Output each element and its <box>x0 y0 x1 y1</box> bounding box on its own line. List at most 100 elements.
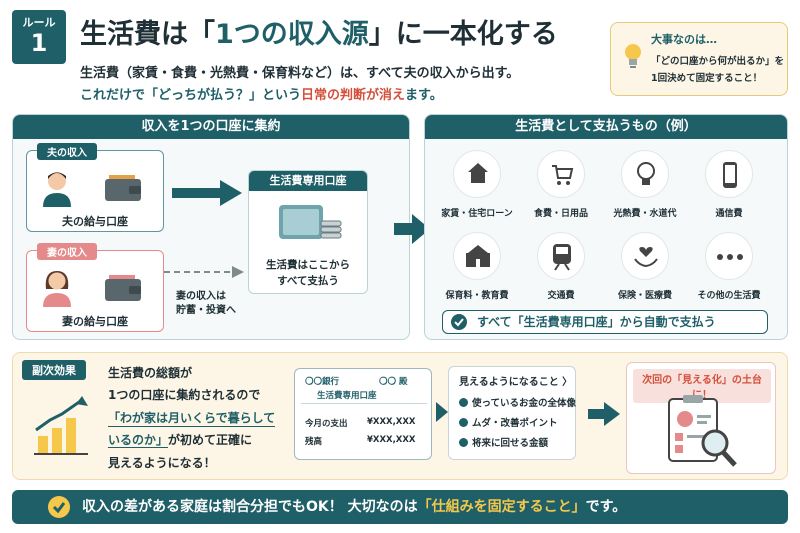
big-arrow-right-icon <box>394 214 430 244</box>
expense-item-utilities: 光熱費・水道代 <box>601 150 689 219</box>
husband-account-caption: 夫の給与口座 <box>62 215 128 228</box>
tip-line2: 1回決めて固定すること！ <box>651 73 763 84</box>
subtitle-line2-pre: これだけで「どっちが払う？」という <box>80 88 302 103</box>
expense-item-education: 保育料・教育費 <box>433 232 521 301</box>
bottom-highlight: 「仕組みを固定すること」 <box>417 499 586 515</box>
rule-number: 1 <box>30 29 48 57</box>
bank-name: 〇〇銀行 <box>305 377 340 387</box>
expense-label: その他の生活費 <box>697 291 761 301</box>
more-icon <box>717 254 743 260</box>
visible-item: 使っているお金の全体像 <box>459 395 576 409</box>
bankbook-illustration: 〇〇銀行 〇〇 殿 生活費専用口座 今月の支出 ¥XXX,XXX 残高 ¥XXX… <box>294 368 432 460</box>
bottom-message-bar: 収入の差がある家庭は割合分担でもOK！ 大切なのは「仕組みを固定すること」です。 <box>12 490 788 524</box>
side-effect-tag: 副次効果 <box>22 360 86 380</box>
rule-badge: ルール 1 <box>12 10 66 64</box>
expense-label: 家賃・住宅ローン <box>441 209 513 219</box>
subtitle-line2-highlight: 日常の判断が消え <box>301 88 406 103</box>
expenses-panel-heading: 生活費として支払うもの（例） <box>425 115 787 139</box>
rule-label: ルール <box>22 16 56 29</box>
effect-line4-post: が初めて正確に <box>168 433 253 447</box>
subtitle-line2-post: ます。 <box>405 88 443 103</box>
husband-income-tag: 夫の収入 <box>37 143 97 160</box>
expense-item-insurance: 保険・医療費 <box>601 232 689 301</box>
tip-heading: 大事なのは… <box>651 33 717 46</box>
wife-income-note: 妻の収入は 貯蓄・投資へ <box>176 290 236 318</box>
effect-line2: 1つの口座に集約されるので <box>108 388 261 402</box>
house-icon <box>468 163 488 183</box>
wallet-icon <box>105 275 141 301</box>
expense-label: 食費・日用品 <box>533 209 588 219</box>
visible-item-text: ムダ・改善ポイント <box>472 418 558 429</box>
clipboard-magnifier-icon <box>668 395 737 467</box>
husband-avatar-icon <box>43 172 71 207</box>
expense-item-housing: 家賃・住宅ローン <box>433 150 521 219</box>
wallet-icon <box>105 175 141 201</box>
expense-label: 保険・医療費 <box>617 291 672 301</box>
income-panel-heading: 収入を1つの口座に集約 <box>13 115 409 139</box>
expense-item-telecom: 通信費 <box>685 150 773 219</box>
wife-note-line1: 妻の収入は <box>176 291 226 302</box>
expenses-panel: 生活費として支払うもの（例） <box>424 114 788 340</box>
wife-income-box: 妻の収入 妻の給与口座 <box>26 243 164 332</box>
wife-account-caption: 妻の給与口座 <box>62 315 128 328</box>
expense-label: 光熱費・水道代 <box>613 209 677 219</box>
bulb-icon <box>637 162 655 185</box>
next-step-box: 次回の「見える化」の土台に！ <box>626 362 776 474</box>
arrow-right-icon <box>172 180 242 206</box>
effect-line4-highlight: いるのか」 <box>108 433 169 448</box>
check-icon <box>48 496 70 518</box>
check-icon <box>459 438 468 447</box>
account-heading: 生活費専用口座 <box>249 171 367 191</box>
expense-item-transport: 交通費 <box>517 232 605 301</box>
heart-hand-icon <box>634 247 658 268</box>
train-icon <box>553 244 571 271</box>
visible-item-text: 使っているお金の全体像 <box>472 398 577 409</box>
visible-item: 将来に回せる金額 <box>459 435 548 449</box>
visible-items-box: 見えるようになること 〉 使っているお金の全体像 ムダ・改善ポイント 将来に回せ… <box>448 366 576 460</box>
effect-line5: 見えるようになる！ <box>108 456 216 470</box>
expense-label: 保育料・教育費 <box>445 291 509 301</box>
auto-pay-text: すべて「生活費専用口座」から自動で支払う <box>477 315 716 329</box>
arrow-right-icon <box>588 402 620 426</box>
bankbook-row1-value: ¥XXX,XXX <box>367 417 416 427</box>
wife-avatar-icon <box>43 271 71 307</box>
visible-item-text: 将来に回せる金額 <box>472 438 549 449</box>
bankbook-row2-label: 残高 <box>305 437 323 447</box>
effect-line1: 生活費の総額が <box>108 366 193 380</box>
account-line1: 生活費はここから <box>266 259 350 271</box>
auto-pay-bar: すべて「生活費専用口座」から自動で支払う <box>442 310 768 334</box>
husband-income-box: 夫の収入 夫の給与口座 <box>26 143 164 232</box>
living-expense-account-box: 生活費専用口座 生活費はここから すべて支払う <box>248 170 368 294</box>
check-icon <box>459 398 468 407</box>
bankbook-row1-label: 今月の支出 <box>305 419 348 429</box>
expense-label: 交通費 <box>547 291 575 301</box>
subtitle-line2: これだけで「どっちが払う？」という日常の判断が消えます。 <box>80 84 443 103</box>
check-icon <box>451 314 467 330</box>
wife-income-tag: 妻の収入 <box>37 243 97 260</box>
title-post: 」に一本化する <box>368 19 558 50</box>
title-highlight: 1つの収入源 <box>215 19 369 50</box>
bankbook-row2-value: ¥XXX,XXX <box>367 435 416 445</box>
check-icon <box>459 418 468 427</box>
expense-label: 通信費 <box>715 209 743 219</box>
school-icon <box>466 245 490 267</box>
expense-item-other: その他の生活費 <box>685 232 773 301</box>
bankbook-coins-icon <box>279 205 342 239</box>
effect-line3: 「わが家は月いくらで暮らして <box>108 411 276 427</box>
bankbook-title: 生活費専用口座 <box>317 391 377 401</box>
bottom-pre: 収入の差がある家庭は割合分担でもOK！ 大切なのは <box>82 499 418 515</box>
expense-item-food: 食費・日用品 <box>517 150 605 219</box>
bank-branch: 〇〇 殿 <box>379 377 408 387</box>
lightbulb-icon <box>625 44 641 68</box>
wife-note-line2: 貯蓄・投資へ <box>176 305 236 316</box>
dashed-arrow-icon <box>164 266 244 278</box>
subtitle-line1: 生活費（家賃・食費・光熱費・保育料など）は、すべて夫の収入から出す。 <box>80 66 520 81</box>
account-line2: すべて支払う <box>277 275 339 287</box>
cart-icon <box>552 165 574 185</box>
title-pre: 生活費は「 <box>80 19 215 50</box>
tip-line1: 「どの口座から何が出るか」を <box>651 56 785 67</box>
visible-heading: 見えるようになること 〉 <box>459 377 573 388</box>
effect-line4: いるのか」が初めて正確に <box>108 431 252 448</box>
tip-box: 大事なのは… 「どの口座から何が出るか」を 1回決めて固定すること！ <box>610 22 788 96</box>
page-title: 生活費は「1つの収入源」に一本化する <box>80 12 558 51</box>
